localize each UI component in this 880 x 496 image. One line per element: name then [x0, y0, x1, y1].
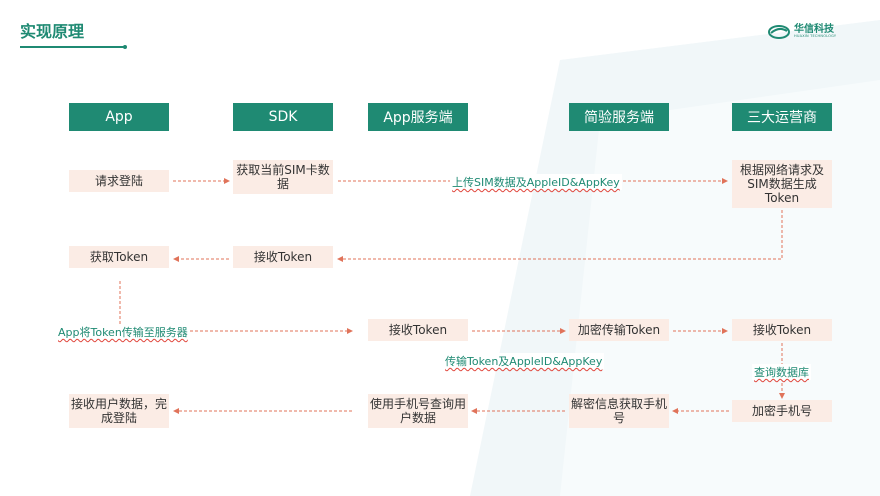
node-server-receive-token: 接收Token: [368, 319, 468, 341]
label-transfer-token: 传输Token及AppleID&AppKey: [443, 353, 605, 369]
title-underline-dot: [123, 45, 127, 49]
node-carrier-generate-token: 根据网络请求及SIM数据生成Token: [732, 160, 832, 208]
node-app-finish-login: 接收用户数据，完成登陆: [69, 394, 169, 428]
column-header-sdk: SDK: [233, 103, 333, 131]
node-server-query-user: 使用手机号查询用户数据: [368, 394, 468, 428]
node-verify-decrypt: 解密信息获取手机号: [569, 394, 669, 428]
column-header-carriers: 三大运营商: [732, 103, 832, 131]
node-verify-encrypt-token: 加密传输Token: [569, 319, 669, 341]
node-sdk-receive-token: 接收Token: [233, 246, 333, 268]
company-logo: 华信科技 HUAXIN TECHNOLOGY: [768, 24, 836, 40]
logo-icon: [768, 25, 790, 39]
arrow-carrier-to-sdk: [337, 210, 783, 262]
page-title: 实现原理: [20, 22, 85, 41]
node-carrier-receive-token: 接收Token: [732, 319, 832, 341]
node-app-get-token: 获取Token: [69, 246, 169, 268]
node-carrier-encrypt-phone: 加密手机号: [732, 400, 832, 422]
column-header-app-server: App服务端: [368, 103, 468, 131]
column-header-verify-server: 简验服务端: [569, 103, 669, 131]
node-sdk-get-sim: 获取当前SIM卡数据: [233, 160, 333, 194]
column-header-app: App: [69, 103, 169, 131]
logo-subtitle: HUAXIN TECHNOLOGY: [794, 34, 837, 39]
label-query-database: 查询数据库: [752, 364, 811, 380]
label-upload-sim: 上传SIM数据及AppleID&AppKey: [450, 174, 622, 190]
title-underline: [20, 46, 126, 48]
logo-name: 华信科技: [794, 24, 834, 36]
label-app-send-token: App将Token传输至服务器: [56, 324, 190, 340]
node-app-login: 请求登陆: [69, 170, 169, 192]
